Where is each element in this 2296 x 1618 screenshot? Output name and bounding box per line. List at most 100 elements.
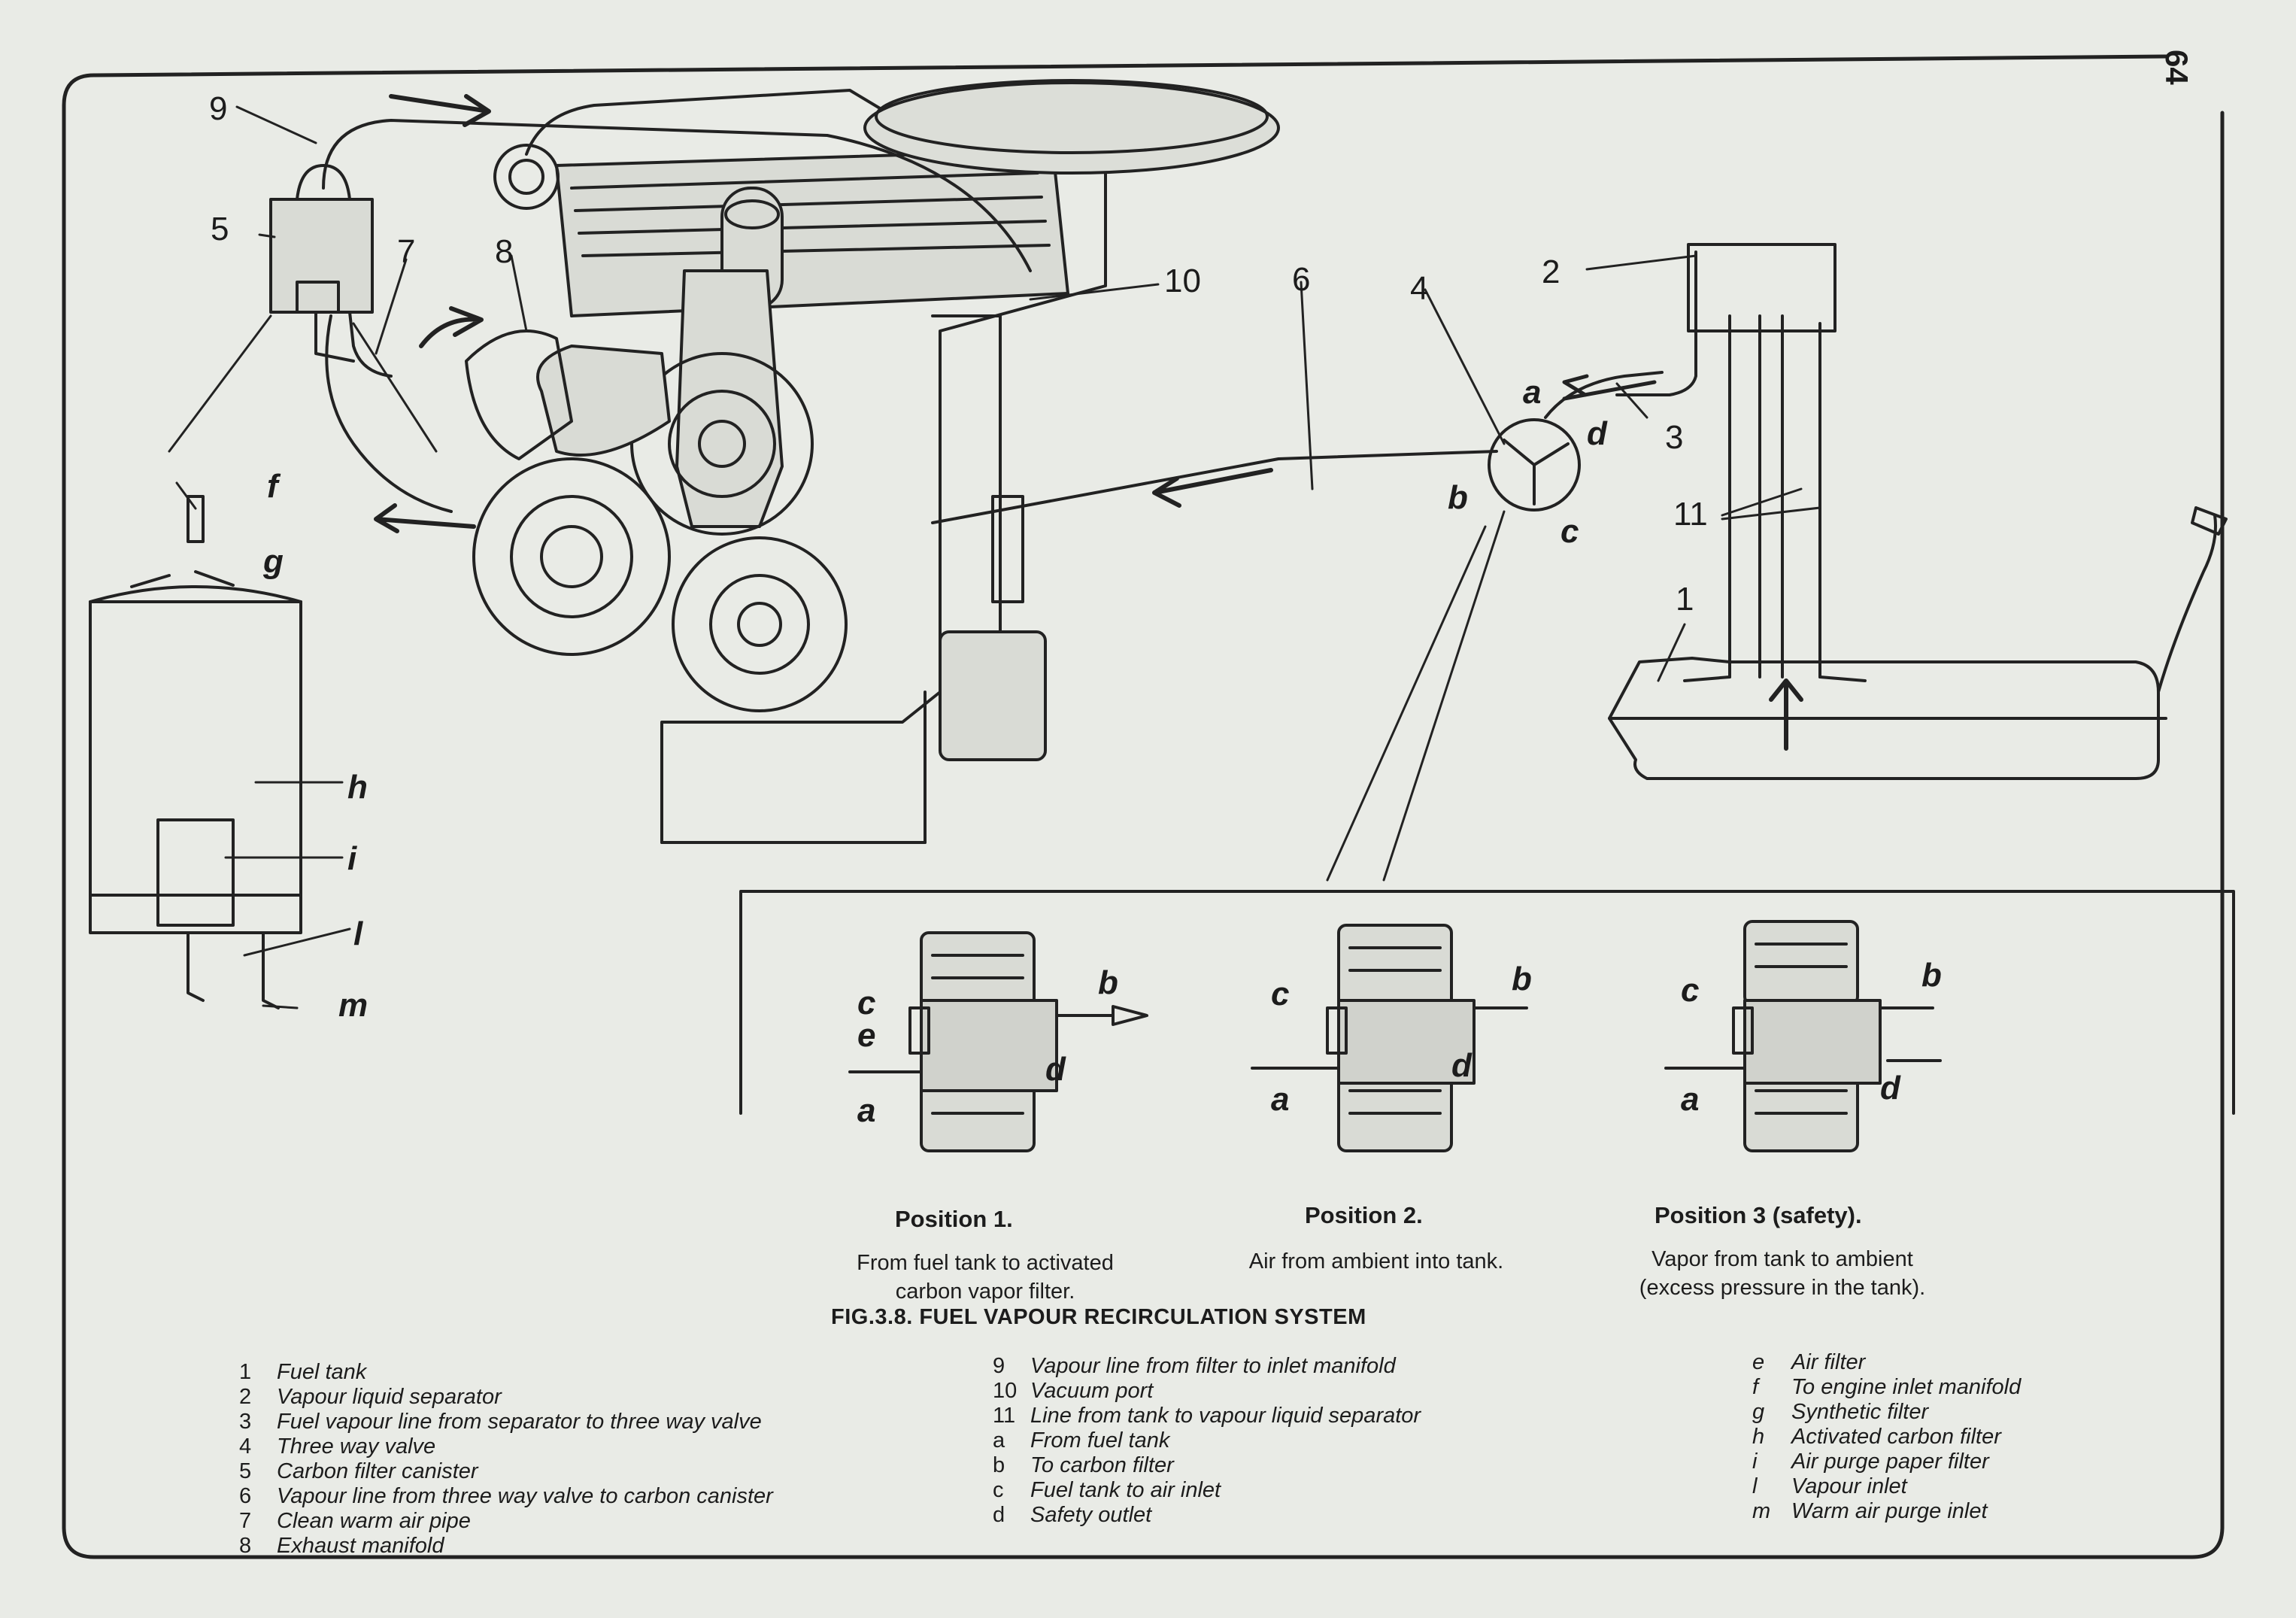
legend-item: c Fuel tank to air inlet <box>993 1478 1421 1503</box>
legend-text: Vapour liquid separator <box>277 1385 502 1409</box>
pos2-label-c: c <box>1271 976 1290 1012</box>
port-a-label: a <box>1523 374 1542 411</box>
pos1-label-c: c <box>857 985 876 1021</box>
legend-key: 8 <box>239 1534 252 1558</box>
legend-item: 1 Fuel tank <box>239 1360 773 1385</box>
arrow-line6 <box>1152 468 1273 508</box>
valve-position-2-drawing <box>1251 924 1528 1152</box>
legend-key: e <box>1752 1350 1765 1374</box>
legend-key: a <box>993 1428 1005 1453</box>
callout-4: 4 <box>1410 270 1429 307</box>
position-3-description: Vapor from tank to ambient (excess press… <box>1639 1247 1926 1300</box>
legend-key: f <box>1752 1375 1759 1399</box>
carbon-canister-5 <box>269 164 393 378</box>
callout-6: 6 <box>1292 261 1311 298</box>
arrow-return <box>374 503 476 533</box>
pos3-label-b: b <box>1921 957 1942 994</box>
callout-9: 9 <box>209 90 228 127</box>
pos1-label-b: b <box>1098 964 1118 1001</box>
legend-key: l <box>1752 1474 1758 1498</box>
legend-key: 1 <box>239 1360 252 1384</box>
legend-item: 2 Vapour liquid separator <box>239 1385 773 1410</box>
legend-text: Air purge paper filter <box>1791 1450 1989 1474</box>
vapour-liquid-separator-2 <box>1615 243 1836 678</box>
pos1-label-d: d <box>1045 1051 1066 1088</box>
canister-label-m: m <box>338 987 369 1024</box>
legend-key: 9 <box>993 1354 1005 1378</box>
legend-text: Three way valve <box>277 1434 436 1459</box>
detail-panel-frame <box>739 890 2235 1115</box>
callout-11: 11 <box>1673 496 1708 533</box>
page-number: 64 <box>2159 50 2194 85</box>
canister-label-h: h <box>347 769 368 806</box>
legend-text: Vapour inlet <box>1791 1474 1907 1498</box>
legend-text: Warm air purge inlet <box>1791 1499 1988 1523</box>
legend-item: i Air purge paper filter <box>1752 1450 2021 1474</box>
legend-text: To carbon filter <box>1030 1453 1174 1477</box>
legend-item: 7 Clean warm air pipe <box>239 1509 773 1534</box>
legend-key: 3 <box>239 1410 252 1434</box>
callout-8: 8 <box>495 233 514 270</box>
port-b-label: b <box>1448 479 1468 516</box>
canister-label-l: l <box>353 915 363 952</box>
pos2-label-b: b <box>1512 961 1532 997</box>
legend-key: h <box>1752 1425 1765 1449</box>
arrow-top <box>389 94 491 127</box>
valve-position-1-drawing <box>848 931 1148 1152</box>
canister-label-f: f <box>267 468 278 505</box>
pos2-label-a: a <box>1271 1081 1290 1118</box>
page-frame <box>62 54 2225 1559</box>
callout-1: 1 <box>1676 581 1694 618</box>
legend-item: e Air filter <box>1752 1350 2021 1375</box>
canister-label-i: i <box>347 840 357 877</box>
pos3-label-a: a <box>1681 1081 1700 1118</box>
legend-text: Clean warm air pipe <box>277 1509 471 1533</box>
legend-text: Exhaust manifold <box>277 1534 444 1558</box>
legend-item: l Vapour inlet <box>1752 1474 2021 1499</box>
callout-2: 2 <box>1542 253 1560 290</box>
vapour-line-9 <box>322 119 1032 272</box>
legend-key: m <box>1752 1499 1771 1523</box>
legend-text: From fuel tank <box>1030 1428 1170 1453</box>
legend-key: i <box>1752 1450 1758 1474</box>
position-2-title: Position 2. <box>1305 1202 1423 1228</box>
legend-key: 2 <box>239 1385 252 1409</box>
legend-key: 5 <box>239 1459 252 1483</box>
legend-text: Line from tank to vapour liquid separato… <box>1030 1404 1421 1428</box>
valve-position-3-drawing <box>1664 920 1942 1152</box>
three-way-valve-4 <box>1488 371 1664 512</box>
pos1-label-e: e <box>857 1017 876 1054</box>
legend-item: b To carbon filter <box>993 1453 1421 1478</box>
legend-key: 7 <box>239 1509 252 1533</box>
legend-item: 8 Exhaust manifold <box>239 1534 773 1559</box>
position-3-title: Position 3 (safety). <box>1655 1202 1862 1228</box>
legend-text: Synthetic filter <box>1791 1400 1929 1424</box>
legend-text: Air filter <box>1791 1350 1866 1374</box>
port-c-label: c <box>1560 513 1579 550</box>
legend-text: Safety outlet <box>1030 1503 1152 1527</box>
legend-key: c <box>993 1478 1004 1502</box>
figure-caption: FIG.3.8. FUEL VAPOUR RECIRCULATION SYSTE… <box>831 1305 1366 1329</box>
legend-text: Fuel tank to air inlet <box>1030 1478 1221 1502</box>
fuel-tank-1 <box>1608 506 2228 780</box>
vapour-line-6 <box>931 450 1498 524</box>
legend-key: 6 <box>239 1484 252 1508</box>
legend-key: g <box>1752 1400 1765 1424</box>
legend-key: b <box>993 1453 1005 1477</box>
legend-item: a From fuel tank <box>993 1428 1421 1453</box>
position-1-description: From fuel tank to activated carbon vapor… <box>857 1251 1114 1304</box>
legend-text: Fuel tank <box>277 1360 367 1384</box>
